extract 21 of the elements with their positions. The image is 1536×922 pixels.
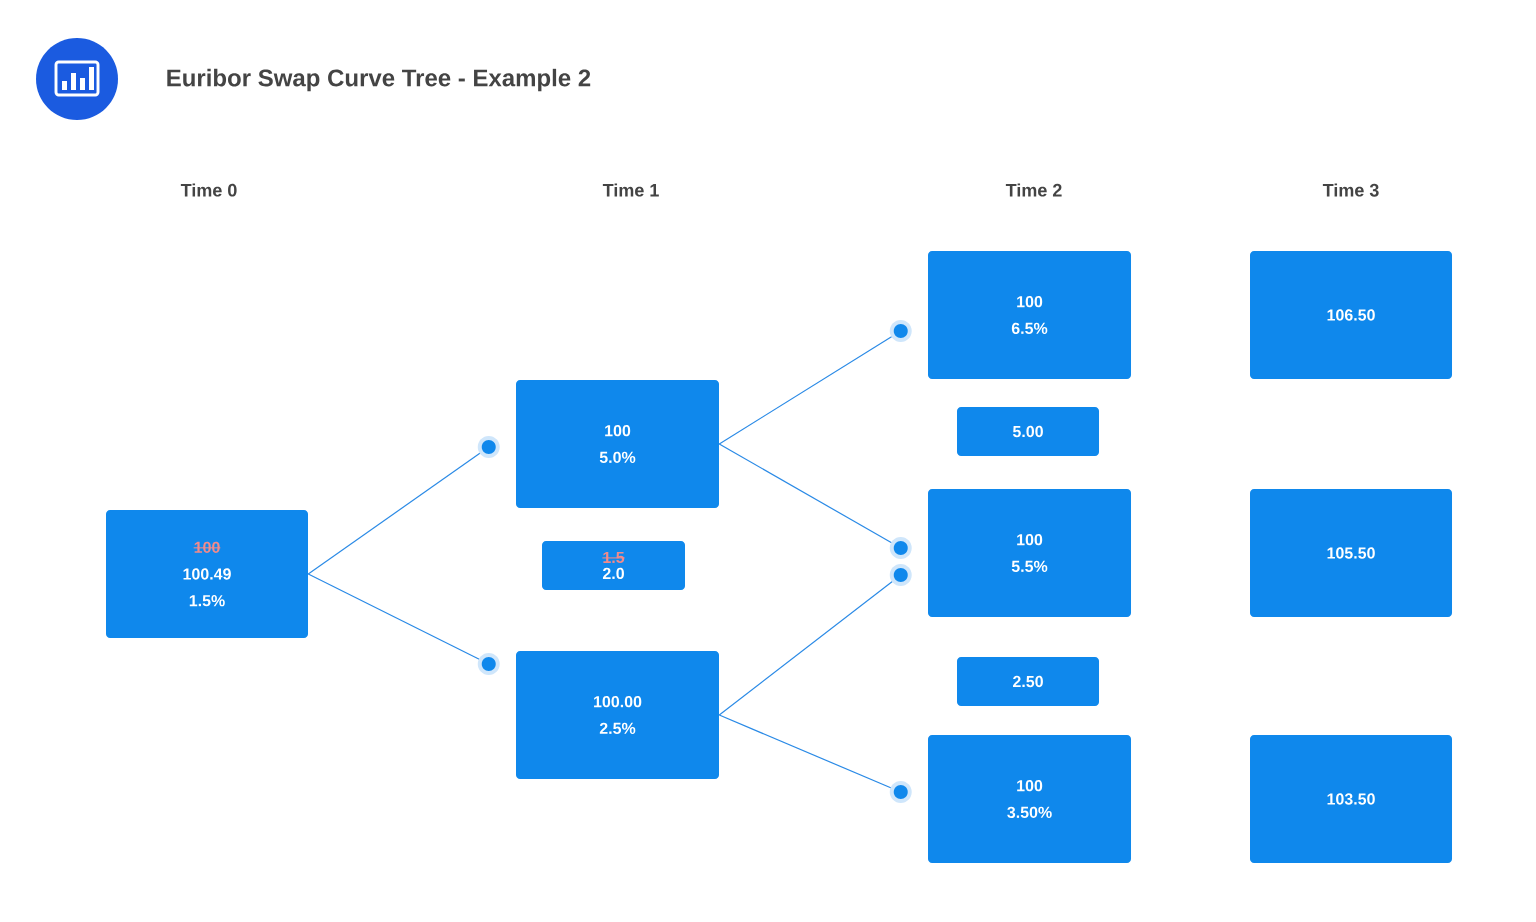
value-box: 103.50 — [1250, 735, 1452, 863]
connector — [307, 573, 500, 675]
value-box: 100.00 2.5% — [516, 651, 719, 779]
value-box: 100 5.5% — [928, 489, 1131, 617]
value-box: 100 5.0% — [516, 380, 719, 508]
title: Euribor Swap Curve Tree - Example 2 — [167, 68, 591, 92]
column-label: Time 1 — [602, 183, 659, 197]
column-label: Time 2 — [1005, 183, 1062, 197]
cash-flow-box: 2.50 — [957, 657, 1099, 706]
connector — [718, 564, 912, 716]
column-label: Time 0 — [180, 183, 237, 197]
connector — [718, 714, 912, 803]
column-label: Time 3 — [1322, 183, 1379, 197]
connector — [307, 436, 500, 575]
value-box: 100 6.5% — [928, 251, 1131, 379]
value-box: 106.50 — [1250, 251, 1452, 379]
connector — [718, 320, 912, 445]
cash-flow-box: 5.00 — [957, 407, 1099, 456]
connector — [718, 443, 912, 559]
value-box: 100 3.50% — [928, 735, 1131, 863]
value-box: 105.50 — [1250, 489, 1452, 617]
